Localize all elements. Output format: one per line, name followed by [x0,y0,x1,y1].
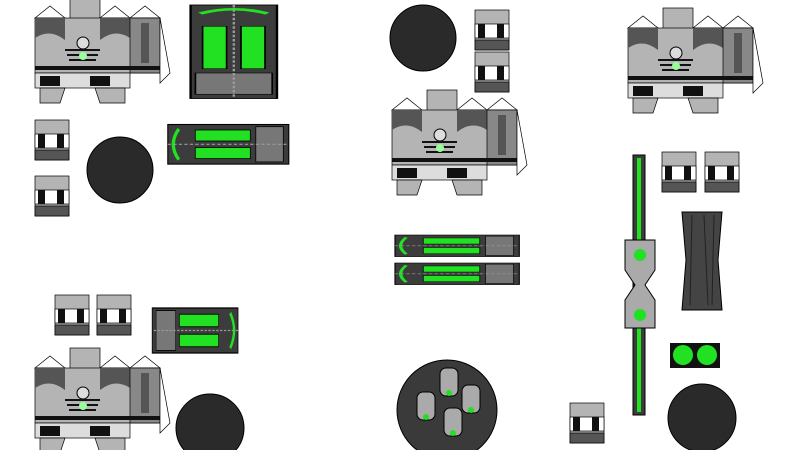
scarab-base [396,359,498,450]
gauss-weapon [393,233,521,287]
leg-piece [661,151,697,193]
torso-template [34,347,171,450]
green-lenses [670,343,720,368]
base-circle [175,393,245,450]
leg-piece [474,9,510,51]
staff-piece [624,154,656,416]
leg-piece [34,119,70,161]
leg-piece [34,175,70,217]
gauss-weapon [166,122,291,166]
torso-template [34,0,171,104]
gauss-weapon [150,306,240,355]
base-circle [667,383,737,450]
base-circle [389,4,457,72]
wood-plank [681,211,723,311]
torso-template [627,7,764,114]
base-circle [86,136,154,204]
leg-piece [704,151,740,193]
leg-piece [569,402,605,444]
leg-piece [474,51,510,93]
torso-template [391,89,528,196]
leg-piece [96,294,132,336]
leg-piece [54,294,90,336]
gauss-weapon [191,5,277,99]
